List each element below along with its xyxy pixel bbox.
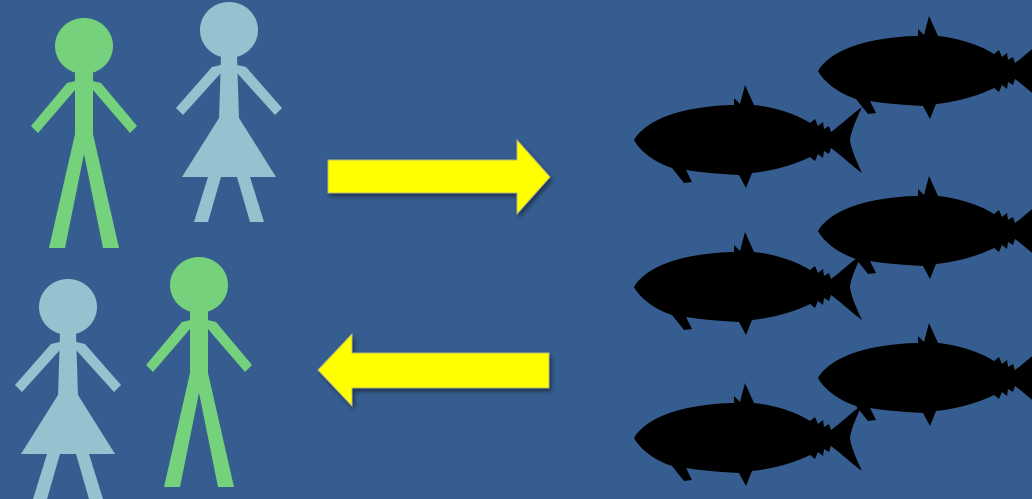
fish-icon <box>818 323 1032 426</box>
female-figure-icon <box>15 279 121 499</box>
female-figure-icon <box>176 2 282 222</box>
fish-school <box>634 16 1032 486</box>
arrow-right-icon <box>328 140 550 214</box>
fish-icon <box>634 383 862 486</box>
fish-icon <box>634 85 862 188</box>
arrow-left-icon <box>318 334 549 406</box>
male-figure-icon <box>146 257 252 487</box>
fish-icon <box>818 16 1032 119</box>
male-figure-icon <box>31 18 137 248</box>
people-group <box>15 2 282 499</box>
fish-icon <box>634 232 862 335</box>
exchange-arrows <box>318 140 550 406</box>
